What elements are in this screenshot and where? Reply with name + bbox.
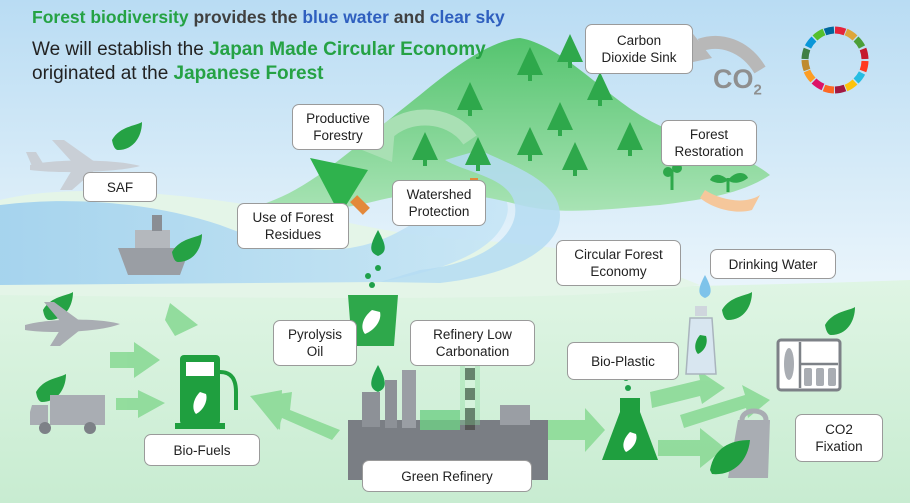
water-drop-icon [699,275,711,298]
co2-arrow-head [690,30,712,62]
flask-icon [602,398,658,460]
label-pyrolysis-oil: Pyrolysis Oil [273,320,357,366]
label-drinking-water: Drinking Water [710,249,836,279]
label-saf: SAF [83,172,157,202]
label-refinery-low-carbonation: Refinery Low Carbonation [410,320,535,366]
truck-icon [30,395,105,434]
ship-icon [118,215,190,275]
leaf-icon [710,440,750,475]
cycle-arrow [373,109,477,145]
mountain-stream [380,150,560,283]
headline-line-2: We will establish the Japan Made Circula… [32,39,486,84]
beaker-icon [348,295,398,346]
label-forest-restoration: Forest Restoration [661,120,757,166]
co2-symbol: CO2 [713,64,762,99]
label-bio-plastic: Bio-Plastic [567,342,679,380]
headline-line-1: Forest biodiversity provides the blue wa… [32,7,505,27]
cut-tree-icon [310,158,368,215]
label-watershed-protection: Watershed Protection [392,180,486,226]
co2-arrow [697,35,766,74]
label-circular-forest-economy: Circular Forest Economy [556,240,681,286]
label-bio-fuels: Bio-Fuels [144,434,260,466]
food-tray-icon [776,338,842,392]
label-co2-fixation: CO2 Fixation [795,414,883,462]
mountain [260,38,770,211]
label-use-of-forest-residues: Use of Forest Residues [237,203,349,249]
fuel-pump-icon [175,355,238,429]
sdg-wheel-icon [801,26,869,94]
bottle-icon [685,306,717,375]
flow-arrows [110,303,770,468]
airplane-icon [25,302,120,346]
label-green-refinery: Green Refinery [362,460,532,492]
label-carbon-dioxide-sink: Carbon Dioxide Sink [585,24,693,74]
log-icon [350,195,370,215]
label-productive-forestry: Productive Forestry [292,104,384,150]
